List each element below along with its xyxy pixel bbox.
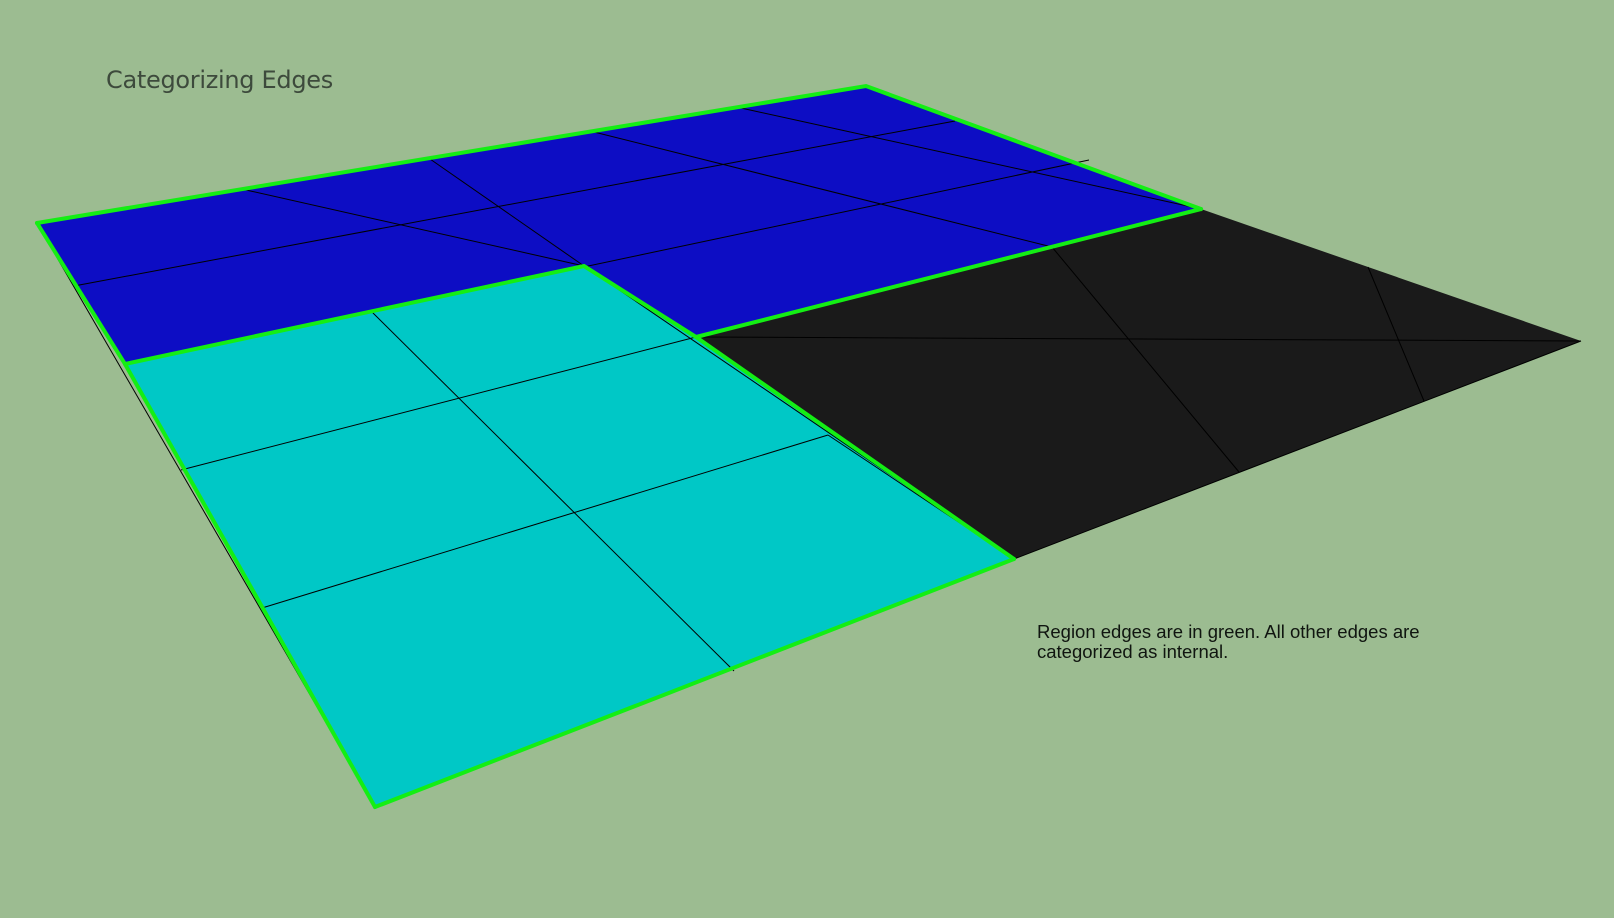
internal-edge <box>695 336 1582 342</box>
internal-edge <box>245 189 585 267</box>
shared-region-edge <box>694 207 1203 339</box>
internal-edge <box>261 434 829 609</box>
blue-region-edge <box>35 221 127 366</box>
blue-region <box>37 86 1201 364</box>
diagram-note: Region edges are in green. All other edg… <box>1037 621 1420 662</box>
internal-edge <box>369 309 735 672</box>
cyan-region-edge <box>373 557 1016 809</box>
internal-edge <box>180 336 697 471</box>
internal-edge <box>1367 266 1425 402</box>
diagram-title: Categorizing Edges <box>106 66 333 94</box>
black-region <box>696 209 1581 559</box>
internal-edge <box>1051 246 1240 473</box>
shared-region-edge <box>123 263 698 366</box>
cyan-region-edge <box>123 362 377 809</box>
internal-edge <box>1013 340 1582 560</box>
region-edges <box>35 83 1203 809</box>
cyan-region <box>125 266 1014 807</box>
shared-region-edge <box>694 335 1016 561</box>
blue-region-edge <box>35 83 1203 225</box>
internal-edge <box>429 158 585 267</box>
internal-edge <box>593 131 1053 248</box>
internal-edge <box>740 107 1202 210</box>
internal-edge <box>73 120 956 287</box>
